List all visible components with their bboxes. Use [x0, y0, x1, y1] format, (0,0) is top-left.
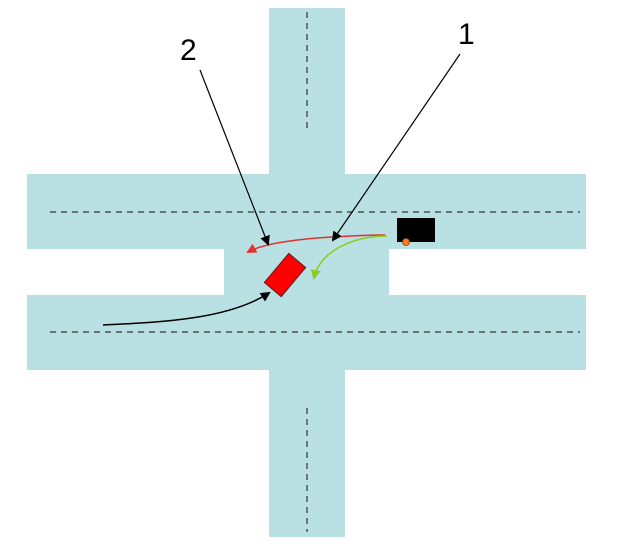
leader-lines	[199, 53, 461, 246]
red-vehicle-path-black	[102, 291, 271, 326]
labels: 1 2	[180, 18, 475, 67]
red-vehicle	[263, 252, 307, 298]
black-vehicle	[397, 218, 435, 242]
label-1: 1	[458, 18, 475, 51]
black-vehicle-path-green	[310, 235, 388, 280]
label-2: 2	[180, 34, 197, 67]
lane-markings	[50, 12, 580, 532]
turn-indicator-light	[402, 238, 410, 246]
road-junction-connector	[224, 240, 389, 304]
vehicle-paths	[102, 234, 388, 326]
leader-line-2	[199, 69, 270, 246]
leader-line-1	[331, 53, 461, 242]
vehicles	[263, 218, 435, 298]
black-vehicle-path-red	[246, 234, 386, 253]
